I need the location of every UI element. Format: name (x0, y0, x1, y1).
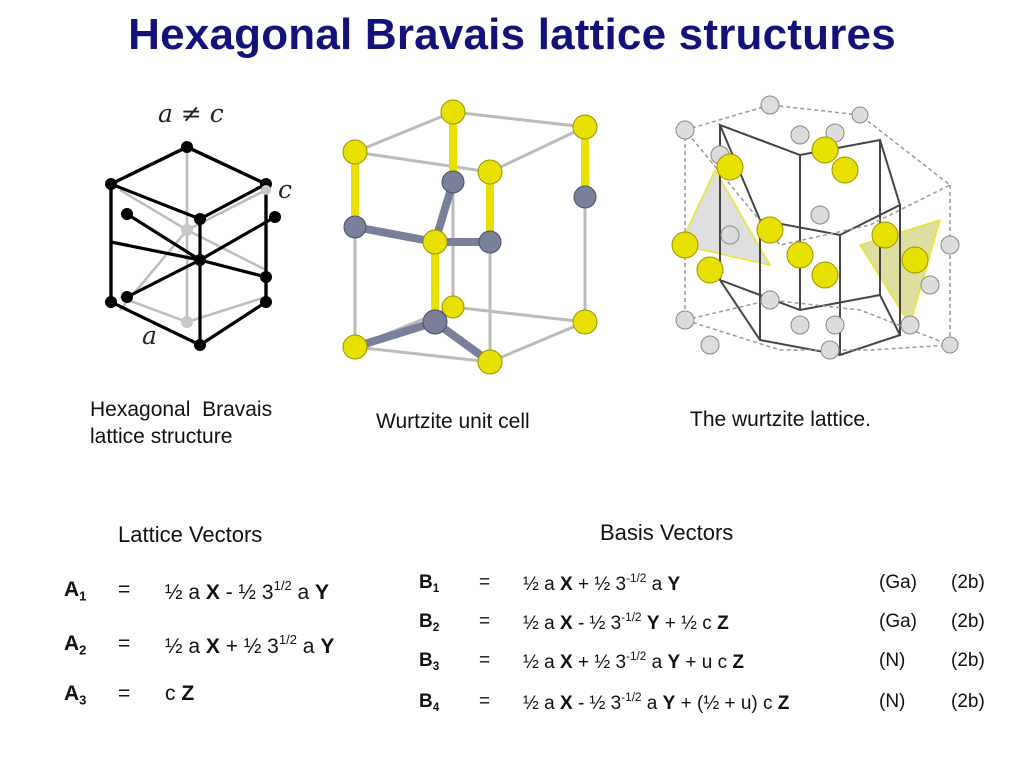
atom-site: (Ga) (879, 611, 917, 632)
vector-expression: c Z (165, 682, 195, 705)
lattice-vectors-heading: Lattice Vectors (118, 522, 263, 547)
wyckoff-position: (2b) (951, 691, 985, 712)
vector-name: A3 (64, 682, 87, 708)
page-title: Hexagonal Bravais lattice structures (128, 10, 896, 59)
vector-expression: ½ a X - ½ 3-1/2 a Y + (½ + u) c Z (523, 691, 790, 715)
hex-a-label: a (142, 321, 157, 350)
basis-vectors-heading: Basis Vectors (600, 520, 734, 545)
atom-site: (Ga) (879, 572, 917, 593)
wurtzite-unit-cell-figure (342, 99, 598, 375)
equals-sign: = (479, 572, 491, 593)
vector-expression: ½ a X + ½ 3-1/2 a Y (523, 572, 681, 596)
wurtzite-cell-caption: Wurtzite unit cell (376, 410, 530, 433)
atom-site: (N) (879, 691, 906, 712)
wyckoff-position: (2b) (951, 572, 985, 593)
vector-expression: ½ a X - ½ 31/2 a Y (165, 578, 330, 605)
wyckoff-position: (2b) (951, 611, 985, 632)
equals-sign: = (118, 578, 131, 601)
vector-name: B2 (419, 611, 440, 635)
equals-sign: = (118, 632, 131, 655)
wurtzite-lattice-figure (671, 95, 960, 360)
equals-sign: = (118, 682, 131, 705)
vector-name: B4 (419, 691, 440, 715)
wyckoff-position: (2b) (951, 650, 985, 671)
wurtzite-lattice-caption: The wurtzite lattice. (690, 408, 871, 431)
hex-c-label: c (278, 175, 292, 204)
equals-sign: = (479, 650, 491, 671)
hexagonal-lattice-figure: a ≠ c c a (105, 99, 292, 351)
hex-caption: Hexagonal Bravais lattice structure (90, 396, 272, 450)
hex-ac-label: a ≠ c (158, 99, 224, 128)
vector-name: A2 (64, 632, 87, 658)
vector-name: B3 (419, 650, 440, 674)
vector-expression: ½ a X + ½ 31/2 a Y (165, 632, 335, 659)
vector-expression: ½ a X - ½ 3-1/2 Y + ½ c Z (523, 611, 729, 635)
vector-name: A1 (64, 578, 87, 604)
vector-expression: ½ a X + ½ 3-1/2 a Y + u c Z (523, 650, 745, 674)
hex-caption-line1: Hexagonal Bravais (90, 398, 273, 421)
vector-name: B1 (419, 572, 440, 596)
hex-caption-line2: lattice structure (90, 425, 233, 448)
equals-sign: = (479, 691, 491, 712)
atom-site: (N) (879, 650, 906, 671)
equals-sign: = (479, 611, 491, 632)
